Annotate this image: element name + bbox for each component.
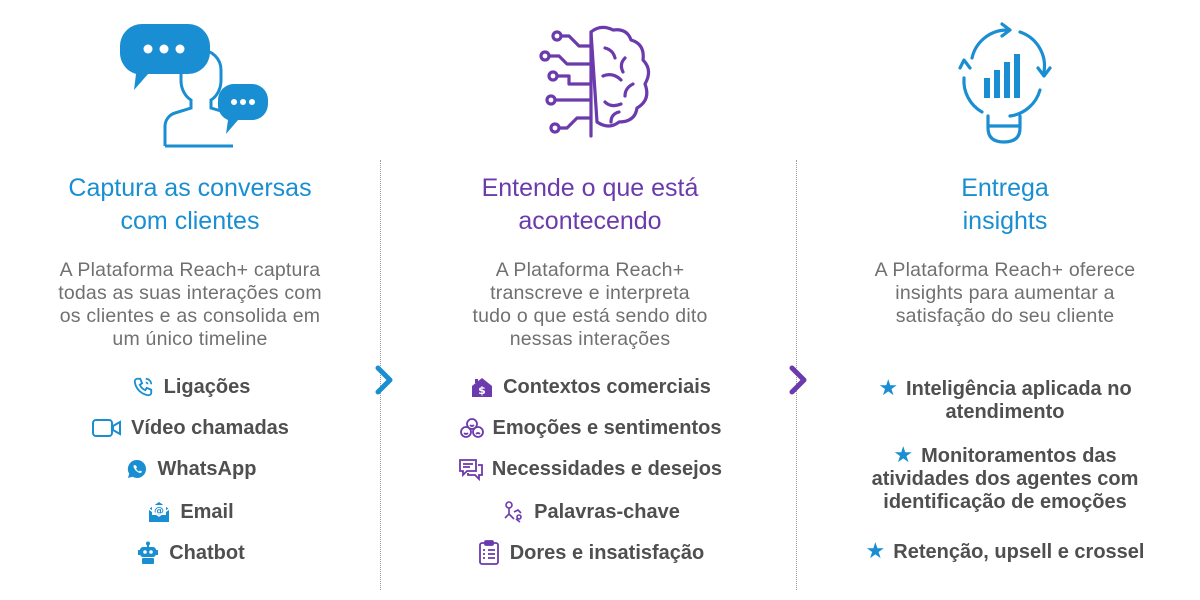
list-item-whatsapp: WhatsApp [0, 456, 380, 482]
item-label: Ligações [163, 375, 251, 398]
item-label: Vídeo chamadas [131, 416, 289, 439]
item-label: Dores e insatisfação [509, 541, 705, 564]
list-item-video: Vídeo chamadas [0, 415, 380, 441]
insight-item: ★ Retenção, upsell e crossel [810, 539, 1200, 564]
title-line: com clientes [120, 207, 260, 235]
insight-line: atendimento [945, 401, 1065, 423]
insight-line: atividades dos agentes com [871, 468, 1139, 490]
whatsapp-icon [124, 456, 150, 482]
desc-line: insights para aumentar a [895, 282, 1115, 304]
column-description: A Plataforma Reach+ transcreve e interpr… [400, 259, 780, 351]
item-label: Chatbot [169, 541, 245, 564]
column-insights: Entrega insights A Plataforma Reach+ ofe… [810, 0, 1200, 600]
desc-line: tudo o que está sendo dito [472, 305, 708, 327]
list-item-emocoes: Emoções e sentimentos [400, 415, 780, 441]
brain-circuit-icon [539, 25, 651, 138]
chat-people-icon [119, 24, 268, 148]
insight-item: ★ Inteligência aplicada no atendimento [810, 376, 1200, 424]
desc-line: A Plataforma Reach+ oferece [874, 259, 1136, 281]
insight-line: Monitoramentos das [921, 445, 1117, 467]
robot-icon [135, 540, 161, 566]
clipboard-icon [476, 540, 502, 566]
item-label: Palavras-chave [534, 500, 680, 523]
insight-line: Inteligência aplicada no [906, 378, 1132, 400]
desc-line: A Plataforma Reach+ [495, 259, 685, 281]
column-capture: Captura as conversas com clientes A Plat… [0, 0, 380, 600]
list-item-contextos: $ Contextos comerciais [400, 374, 780, 400]
insight-line: identificação de emoções [883, 491, 1127, 513]
list-item-chatbot: Chatbot [0, 540, 380, 566]
item-label: Necessidades e desejos [491, 457, 723, 480]
chevron-right-icon [789, 365, 807, 395]
video-camera-icon [91, 415, 123, 441]
list-item-dores: Dores e insatisfação [400, 540, 780, 566]
column-description: A Plataforma Reach+ oferece insights par… [810, 259, 1200, 328]
desc-line: satisfação do seu cliente [895, 305, 1115, 327]
title-line: Entende o que está [481, 174, 699, 202]
star-icon: ★ [865, 538, 886, 563]
desc-line: todas as suas interações com [58, 282, 322, 304]
title-line: insights [962, 207, 1048, 235]
column-title: Entrega insights [810, 172, 1200, 238]
insights-bulb-icon [958, 22, 1052, 144]
desc-line: A Plataforma Reach+ captura [59, 259, 321, 281]
desc-line: os clientes e as consolida em [59, 305, 321, 327]
keyword-icon [500, 499, 526, 525]
star-icon: ★ [878, 375, 899, 400]
star-icon: ★ [893, 442, 914, 467]
desc-line: um único timeline [112, 328, 268, 350]
money-house-icon: $ [469, 374, 495, 400]
chevron-right-icon [375, 365, 393, 395]
title-line: Captura as conversas [68, 174, 312, 202]
list-item-necessidades: Necessidades e desejos [400, 456, 780, 482]
title-line: acontecendo [518, 207, 662, 235]
email-icon: @ [146, 499, 172, 525]
phone-icon [130, 374, 156, 400]
list-item-email: @ Email [0, 499, 380, 525]
item-label: Contextos comerciais [503, 375, 711, 398]
svg-text:$: $ [478, 384, 486, 397]
desc-line: transcreve e interpreta [490, 282, 690, 304]
column-understand: Entende o que está acontecendo A Platafo… [400, 0, 780, 600]
list-item-palavras: Palavras-chave [400, 499, 780, 525]
list-item-ligacoes: Ligações [0, 374, 380, 400]
column-description: A Plataforma Reach+ captura todas as sua… [0, 259, 380, 351]
column-divider [380, 160, 381, 590]
desc-line: nessas interações [509, 328, 671, 350]
title-line: Entrega [961, 174, 1049, 202]
insight-item: ★ Monitoramentos das atividades dos agent… [810, 443, 1200, 514]
emotions-icon [459, 415, 485, 441]
item-label: WhatsApp [157, 457, 257, 480]
column-title: Entende o que está acontecendo [400, 172, 780, 238]
item-label: Email [180, 500, 234, 523]
svg-text:@: @ [154, 506, 164, 517]
item-label: Emoções e sentimentos [492, 416, 722, 439]
insight-line: Retenção, upsell e crossel [893, 541, 1145, 563]
chat-bubbles-icon [458, 456, 484, 482]
column-title: Captura as conversas com clientes [0, 172, 380, 238]
